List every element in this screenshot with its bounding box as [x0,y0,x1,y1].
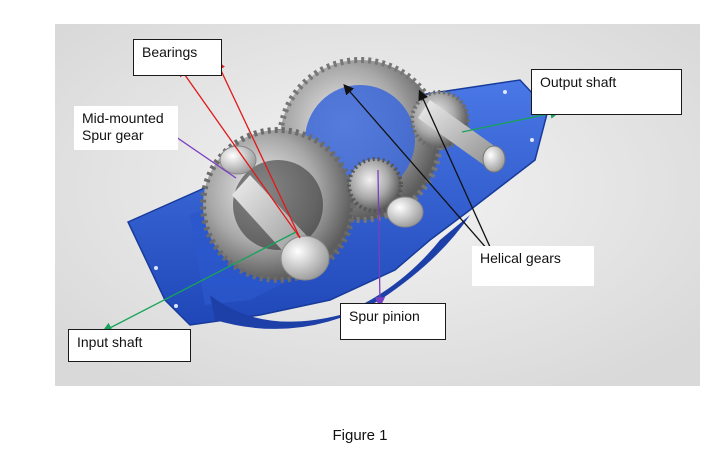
figure-caption: Figure 1 [332,427,388,444]
label-helical-gears-text: Helical gears [480,250,561,266]
label-mid-mounted-line2: Spur gear [82,127,144,143]
leader-arrows [101,59,561,333]
arrow-output-shaft [461,108,561,133]
label-helical-gears: Helical gears [472,246,594,286]
arrow-spur-pinion [374,169,386,308]
arrow-input-shaft [101,231,297,333]
output-shaft [418,100,506,173]
label-input-shaft: Input shaft [68,329,191,362]
label-mid-mounted-line1: Mid-mounted [82,110,164,126]
label-mid-mounted-spur-gear: Mid-mounted Spur gear [74,106,178,150]
label-spur-pinion-text: Spur pinion [349,308,420,324]
arrow-bearings-left [178,65,301,239]
arrow-helical-gears-lower [418,89,496,259]
label-bearings-text: Bearings [142,44,198,60]
arrow-bearings-right [215,59,301,239]
label-output-shaft-text: Output shaft [540,74,617,90]
arrow-helical-gears-upper [343,84,496,259]
label-output-shaft: Output shaft [531,69,682,115]
label-spur-pinion: Spur pinion [340,303,446,340]
input-shaft [219,145,330,281]
spur-pinion [347,157,424,228]
label-input-shaft-text: Input shaft [77,334,143,350]
label-bearings: Bearings [133,39,222,76]
